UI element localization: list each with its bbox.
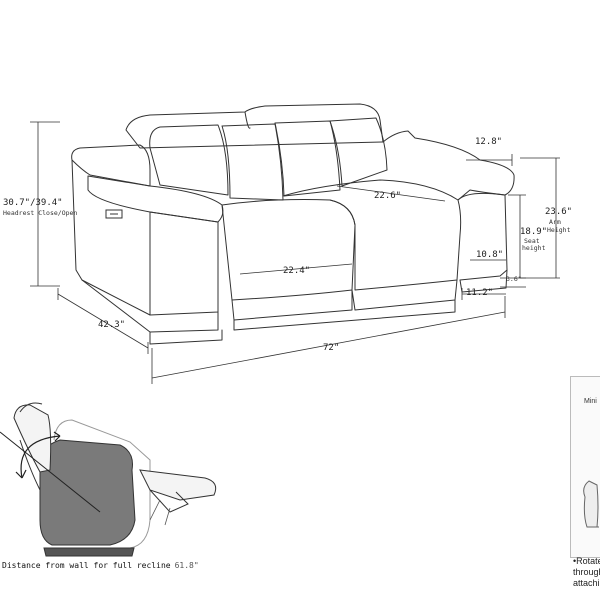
back-cushion-left xyxy=(149,124,229,196)
arm-top-width-label: 12.8" xyxy=(475,137,503,147)
left-arm-plinth xyxy=(149,329,223,345)
seat-height-label: 18.9" xyxy=(520,227,548,237)
seat-height-caption-2: height xyxy=(522,244,546,252)
depth-label: 42.3" xyxy=(98,320,126,330)
headrest-right xyxy=(244,111,251,129)
recline-caption-text: Distance from wall for full recline xyxy=(2,561,171,570)
leg-height-label: 3.6" xyxy=(506,275,522,283)
left-arm-side xyxy=(71,159,151,316)
width-label: 72" xyxy=(323,343,340,353)
inset-text-line-1: •Rotate xyxy=(573,556,600,566)
left-arm-panel xyxy=(149,211,219,316)
headrest-caption: Headrest Close/Open xyxy=(3,209,78,217)
seat-front-left xyxy=(231,289,353,321)
seat-depth-front-label: 22.4" xyxy=(283,266,311,276)
left-arm-base xyxy=(81,279,219,333)
power-button-icon xyxy=(105,209,123,219)
inset-title: Mini xyxy=(584,398,597,405)
arm-height-label: 23.6" xyxy=(545,207,573,217)
recline-distance-value: 61.8" xyxy=(174,561,199,570)
arm-base-width-label: 11.2" xyxy=(466,288,494,298)
left-arm xyxy=(71,144,151,187)
right-arm-side xyxy=(457,192,508,281)
back-cushion-center xyxy=(221,123,284,201)
recliner-side-view xyxy=(0,402,217,557)
seat-front-right xyxy=(351,279,458,311)
back-cushion-right xyxy=(274,120,341,197)
arm-inner-label: 10.8" xyxy=(476,250,504,260)
backrest-outline xyxy=(125,103,384,149)
right-arm-base xyxy=(459,269,508,293)
inset-chair-sketch xyxy=(583,480,599,528)
curved-arrow-icon xyxy=(15,431,61,479)
arm-height-caption-2: Height xyxy=(547,226,571,234)
headrest-height-label: 30.7"/39.4" xyxy=(3,198,63,208)
inset-panel xyxy=(570,376,600,558)
inset-text-line-3: attachi xyxy=(573,578,600,588)
seat-cushion-left xyxy=(221,199,356,301)
back-cushion-far-right xyxy=(329,117,388,187)
seat-height-caption-1: Seat xyxy=(524,237,540,245)
inset-text-line-2: through xyxy=(573,567,600,577)
seat-width-back-label: 22.6" xyxy=(374,191,402,201)
seat-cushion-right xyxy=(282,179,462,291)
left-arm-front xyxy=(87,175,224,223)
arm-height-caption-1: Arm xyxy=(549,218,561,226)
seat-base xyxy=(233,299,456,331)
